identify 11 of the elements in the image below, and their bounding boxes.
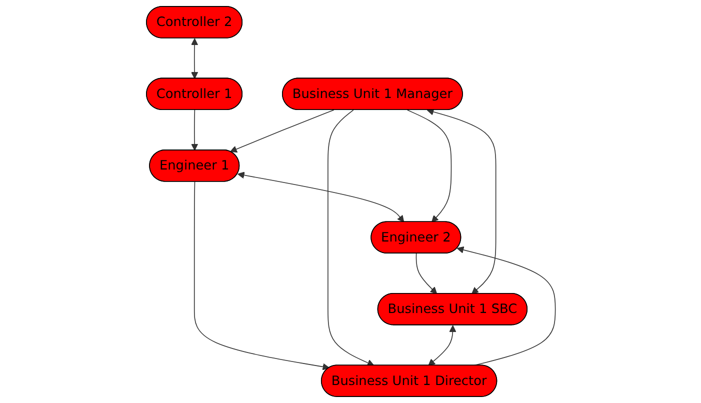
arrow [406,110,452,222]
arrow [194,181,330,370]
arrow [428,325,456,366]
arrow [456,246,556,366]
arrow [237,172,404,222]
arrow [327,110,374,366]
arrow [230,110,334,153]
arrow [190,38,198,79]
arrow [426,108,496,294]
arrow [190,110,198,151]
arrow [415,253,437,294]
